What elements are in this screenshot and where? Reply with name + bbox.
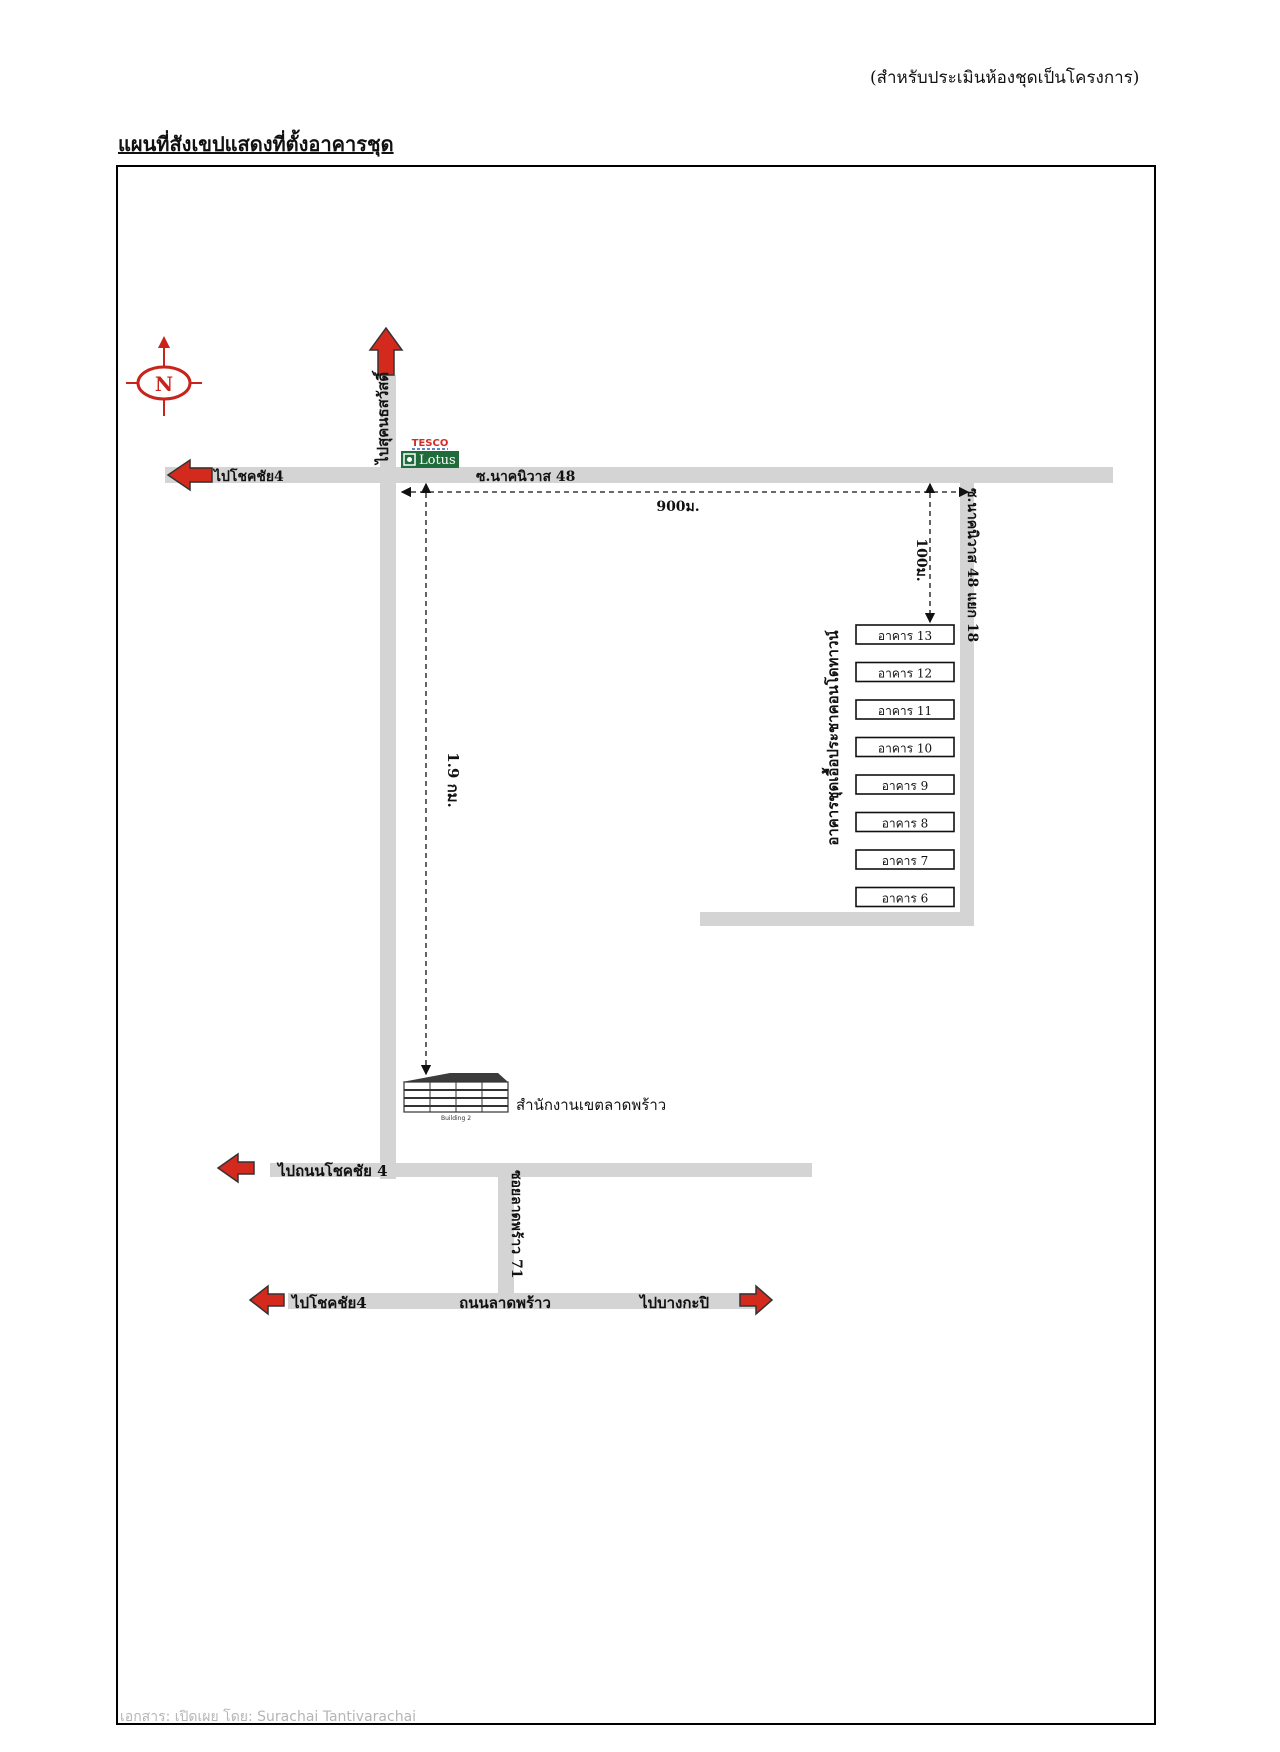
direction-arrows [166,326,774,1316]
project-buildings: อาคาร 13 อาคาร 12 อาคาร 11 อาคาร 10 อาคาร 9 อ… [855,624,955,908]
label-soi-48-yaek-18: ซ.นาคนิวาส 48 แยก 18 [964,488,980,642]
roads [165,375,1113,1309]
building-label: อาคาร 7 [882,854,929,868]
building-caption: Building 2 [441,1115,471,1122]
label-to-chokchai4-bottom: ไปโชคชัย4 [290,1293,367,1312]
arrow-north-icon [368,326,404,376]
building-box [855,774,955,795]
compass-letter: N [155,372,173,396]
label-lat-phrao-road: ถนนลาดพร้าว [459,1294,551,1312]
arrow-west-middle-icon [216,1152,255,1184]
map-frame [116,165,1156,1725]
road-soi-nak-niwat-48 [165,467,1113,483]
district-office-icon: Building 2 [402,1073,509,1122]
lotus-brand: Lotus [419,453,456,468]
label-project-name: อาคารชุดเอื้อประชาคอนโดทาวน์ [821,630,843,846]
header-note: (สำหรับประเมินห้องชุดเป็นโครงการ) [870,68,1140,88]
building-label: อาคาร 12 [878,667,932,681]
building-box [855,736,955,758]
building-box [855,849,955,870]
arrow-west-bottom-icon [248,1284,285,1316]
building-label: อาคาร 6 [882,892,929,906]
distance-markers [400,482,970,1076]
label-to-pracha-uthit: ไปสุคนธสวัสดิ์ [371,370,393,466]
road-lat-phrao [288,1293,756,1309]
building-box [855,811,955,833]
lotus-flower-icon [403,453,416,466]
arrow-east-icon [739,1284,774,1316]
label-distance-900m: 900ม. [656,499,699,515]
road-north-stub [380,375,396,467]
road-chokchai4-link [270,1163,812,1177]
tesco-lotus-logo: TESCO Lotus [401,438,459,468]
label-distance-1-9km: 1.9 กม. [444,752,462,808]
building-label: อาคาร 10 [878,742,932,756]
label-soi-nak-niwat-48: ซ.นาคนิวาส 48 [476,469,575,485]
building-box [855,624,955,645]
compass-icon: N [126,336,202,416]
tesco-brand: TESCO [412,438,449,449]
label-district-office: สำนักงานเขตลาดพร้าว [516,1096,666,1114]
building-label: อาคาร 11 [878,704,932,718]
page-title: แผนที่สังเขปแสดงที่ตั้งอาคารชุด [118,132,394,156]
road-main-vertical [380,467,396,1179]
road-soi-lat-phrao-71 [498,1175,514,1295]
road-soi-48-yaek-18 [960,483,974,925]
building-box [855,699,955,720]
label-to-chokchai4-road: ไปถนนโชคชัย 4 [276,1161,388,1180]
label-to-bang-kapi: ไปบางกะปิ [638,1293,709,1312]
building-box [855,886,955,908]
label-distance-100m: 100ม. [913,538,929,581]
building-box [855,661,955,683]
watermark: เอกสาร: เปิดเผย โดย: Surachai Tantivarac… [120,1709,417,1725]
label-soi-lat-phrao-71: ซอยลาดพร้าว 71 [508,1170,524,1278]
building-label: อาคาร 13 [878,629,932,643]
arrow-west-top-icon [166,458,213,492]
building-label: อาคาร 8 [882,817,929,831]
building-label: อาคาร 9 [882,779,929,793]
road-project-lane [700,912,974,926]
label-to-chokchai4-top: ไปโชคชัย4 [212,467,284,485]
